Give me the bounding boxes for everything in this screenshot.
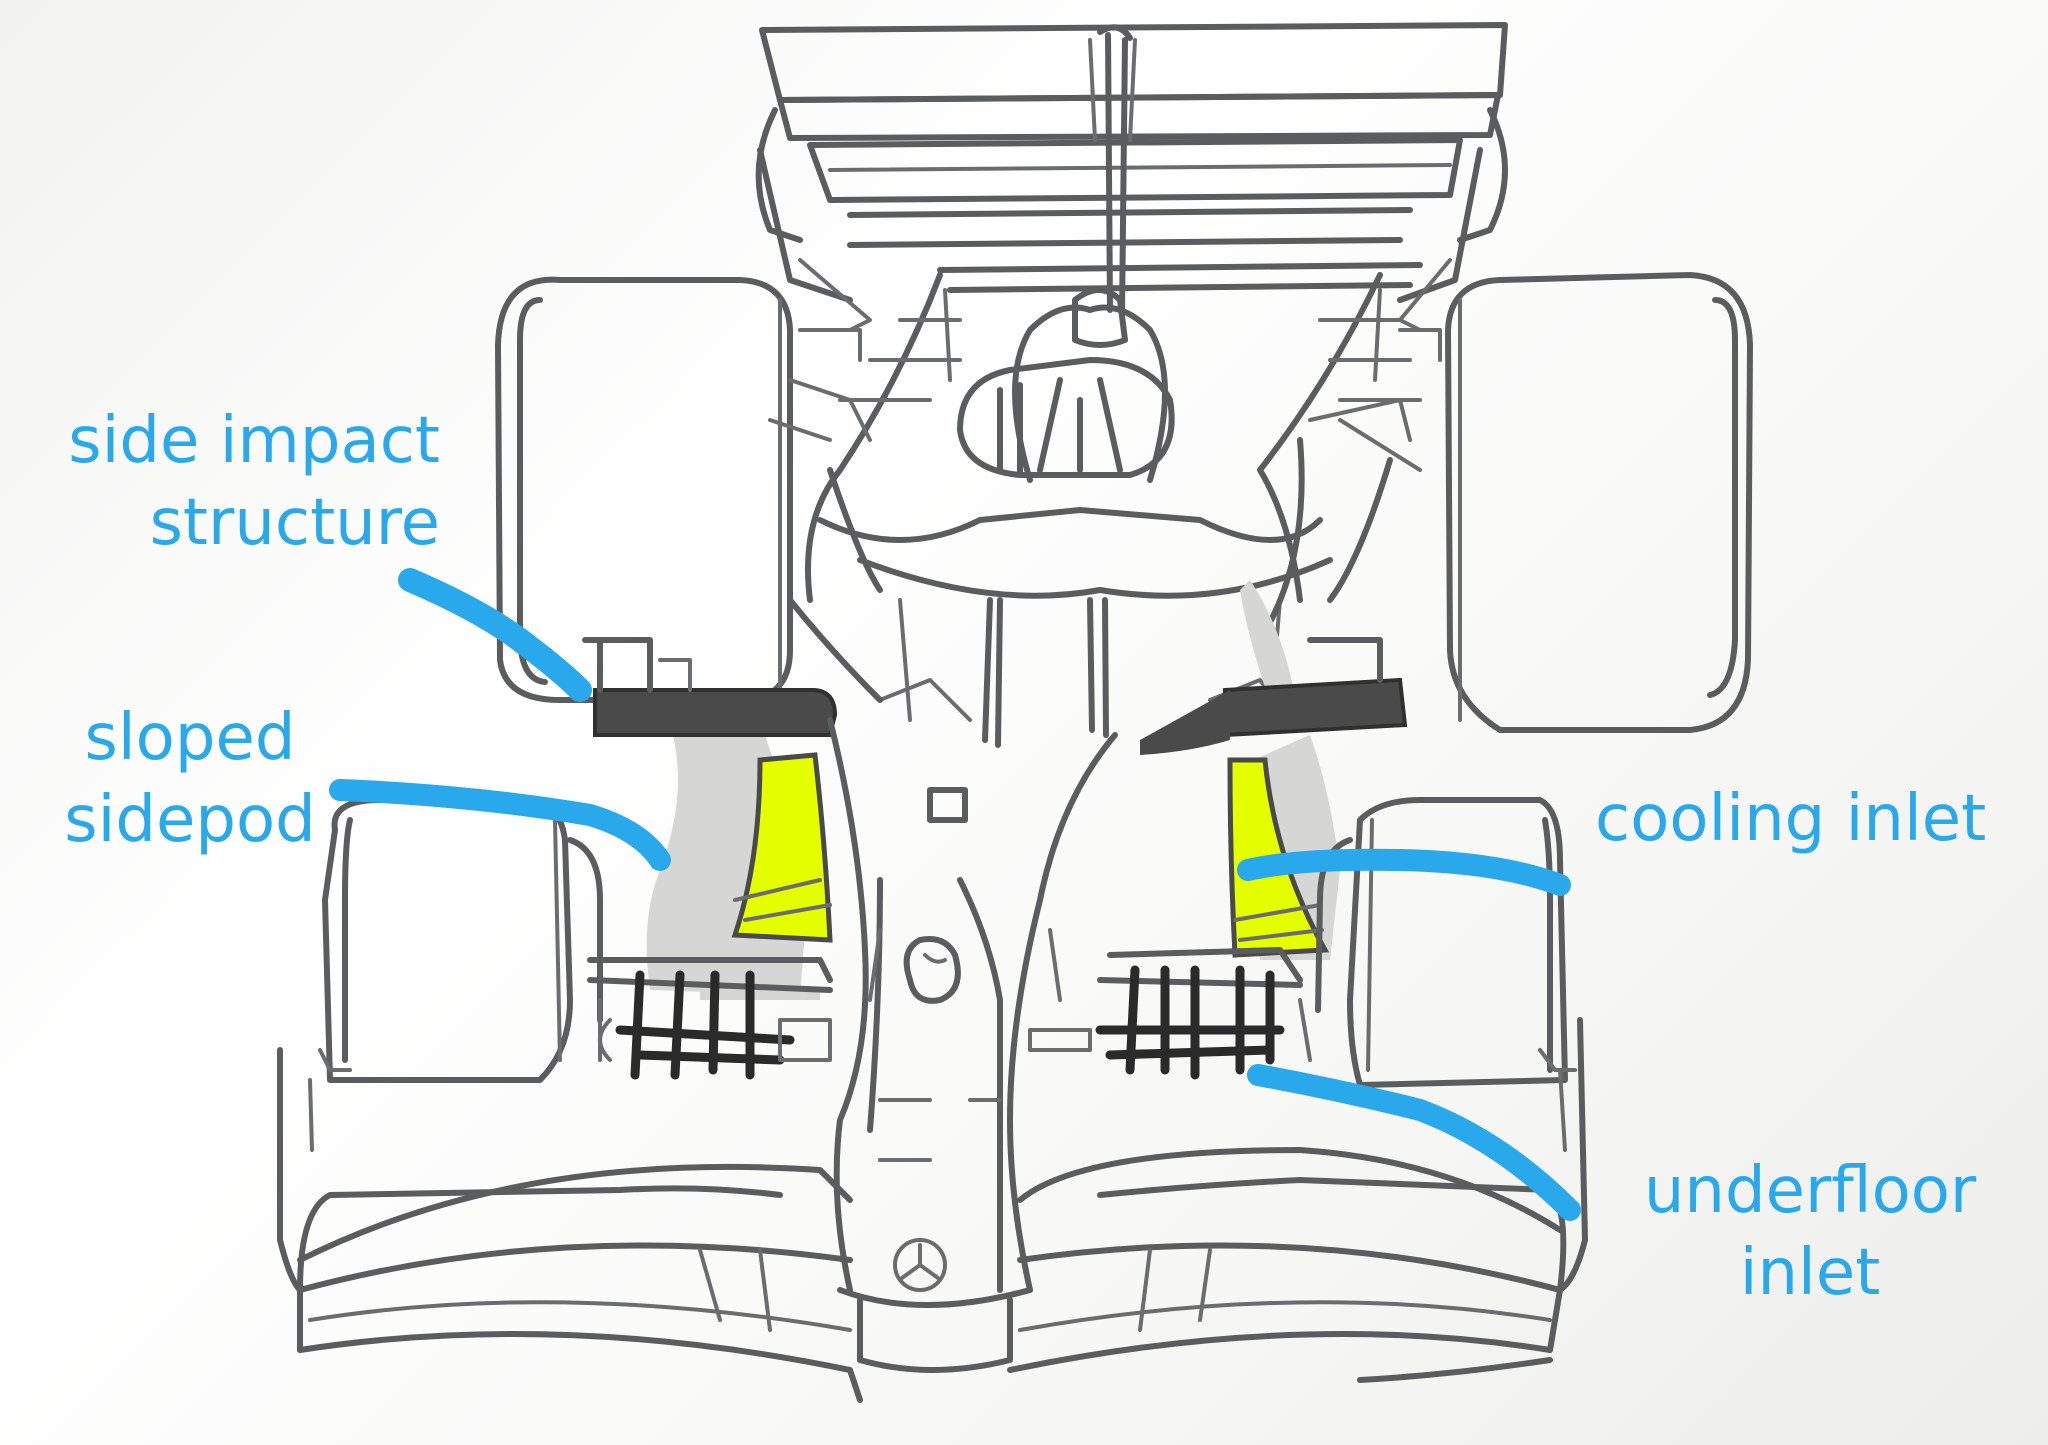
sloped-sidepod-pointer xyxy=(340,790,660,860)
label-sloped-sidepod-line1: sloped xyxy=(30,697,350,779)
label-underfloor-inlet: underfloor inlet xyxy=(1610,1150,2010,1314)
label-sloped-sidepod: sloped sidepod xyxy=(30,697,350,861)
annotation-strokes xyxy=(340,580,1570,1210)
label-side-impact-line1: side impact xyxy=(30,400,440,482)
underfloor-structure-right xyxy=(1030,950,1310,1075)
side-impact-pointer xyxy=(410,580,580,690)
front-tyre-left xyxy=(325,800,600,1080)
label-underfloor-inlet-line2: inlet xyxy=(1610,1232,2010,1314)
engine-cover xyxy=(770,265,1440,745)
label-side-impact-structure: side impact structure xyxy=(30,400,440,564)
label-cooling-inlet: cooling inlet xyxy=(1595,778,2015,860)
side-impact-structure-left xyxy=(585,640,835,735)
nose-and-chassis xyxy=(830,720,1115,1370)
label-cooling-inlet-line1: cooling inlet xyxy=(1595,778,2015,860)
label-side-impact-line2: structure xyxy=(30,482,440,564)
label-underfloor-inlet-line1: underfloor xyxy=(1610,1150,2010,1232)
rear-tyre-left xyxy=(498,280,790,700)
front-tyre-right xyxy=(1318,800,1565,1085)
rear-tyre-right xyxy=(1448,275,1750,730)
label-sloped-sidepod-line2: sidepod xyxy=(30,779,350,861)
